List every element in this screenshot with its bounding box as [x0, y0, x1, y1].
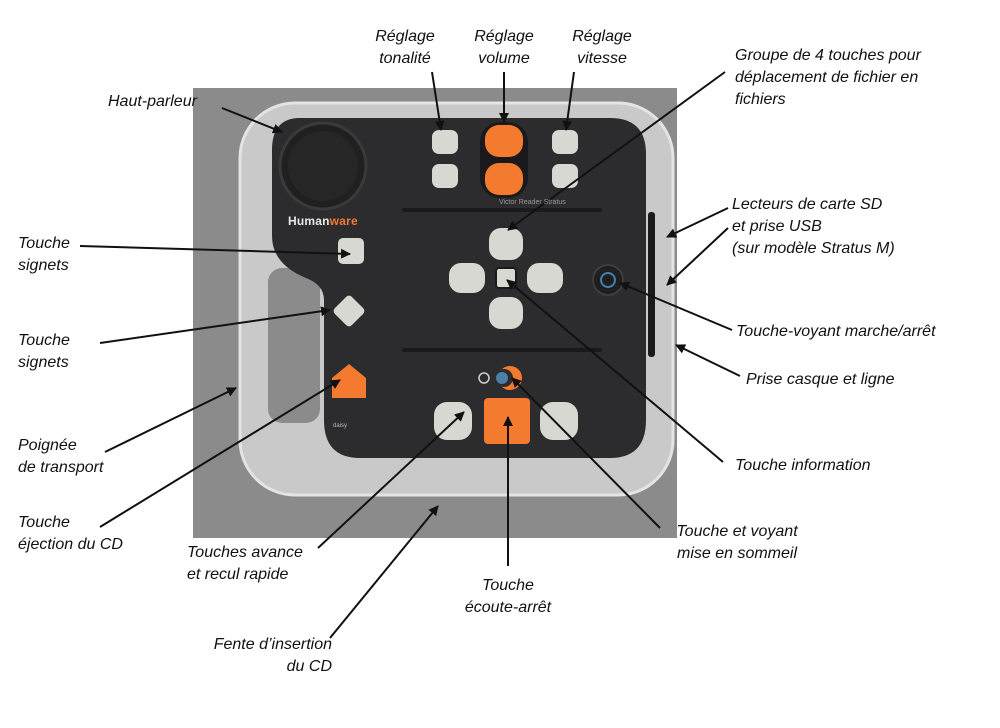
nav-up-button: [489, 228, 523, 260]
label-touches-avance: Touches avance et recul rapide: [187, 544, 303, 583]
label-touche-signets-2: Touche signets: [18, 332, 70, 371]
leader-signets-2: [99, 306, 331, 344]
label-touche-ejection: Touche éjection du CD: [18, 514, 123, 553]
power-icon: [600, 272, 616, 288]
label-prise-casque: Prise casque et ligne: [746, 371, 895, 388]
tone-down-button: [432, 164, 458, 188]
leader-fente: [329, 505, 439, 639]
leader-avance: [317, 411, 465, 549]
label-touche-information: Touche information: [735, 457, 871, 474]
nav-left-button: [449, 263, 485, 293]
leader-information: [506, 279, 724, 463]
sd-card-slot: [648, 212, 655, 357]
label-groupe-touches: Groupe de 4 touches pour déplacement de …: [735, 47, 921, 108]
label-reglage-vitesse: Réglage vitesse: [572, 28, 632, 67]
label-touche-voyant: Touche-voyant marche/arrêt: [736, 323, 936, 340]
label-poignee: Poignée de transport: [18, 437, 104, 476]
leader-voyant: [619, 281, 733, 331]
leader-casque: [675, 344, 741, 377]
label-lecteurs-carte: Lecteurs de carte SD et prise USB (sur m…: [732, 196, 895, 257]
label-fente-insertion: Fente d’insertion du CD: [213, 636, 332, 675]
leader-carte-sd: [666, 227, 729, 286]
leader-vitesse: [562, 71, 575, 131]
label-haut-parleur: Haut-parleur: [108, 93, 197, 110]
leader-sommeil: [511, 377, 661, 529]
brand-logo: Humanware: [288, 214, 358, 228]
sleep-icon: [478, 372, 490, 384]
label-touche-sommeil: Touche et voyant mise en sommeil: [676, 523, 798, 562]
leader-carte-usb: [666, 207, 729, 238]
leader-poignee: [104, 387, 237, 453]
label-reglage-tonalite: Réglage tonalité: [375, 28, 435, 67]
daisy-logo: daisy: [333, 423, 348, 429]
label-touche-signets-1: Touche signets: [18, 235, 70, 274]
leader-tonalite: [431, 71, 445, 131]
nav-right-button: [527, 263, 563, 293]
fast-forward-button: [540, 402, 578, 440]
bookmark-button-1: [338, 238, 364, 264]
groove-bottom: [402, 348, 602, 352]
tone-up-button: [432, 130, 458, 154]
leader-groupe: [507, 71, 726, 231]
power-button: [592, 264, 624, 296]
nav-down-button: [489, 297, 523, 329]
leader-ejection: [99, 379, 341, 528]
eject-button: [332, 364, 366, 398]
label-touche-ecoute: Touche écoute-arrêt: [464, 577, 552, 616]
leader-haut-parleur: [221, 107, 283, 134]
bookmark-button-2: [333, 295, 365, 327]
label-reglage-volume: Réglage volume: [474, 28, 534, 67]
speed-up-button: [552, 130, 578, 154]
volume-down-button: [485, 163, 523, 195]
groove-top: [402, 208, 602, 212]
model-name: Victor Reader Stratus: [499, 199, 566, 206]
handle-opening: [268, 268, 320, 423]
speed-down-button: [552, 164, 578, 188]
volume-up-button: [485, 125, 523, 157]
leader-signets-1: [79, 245, 351, 259]
